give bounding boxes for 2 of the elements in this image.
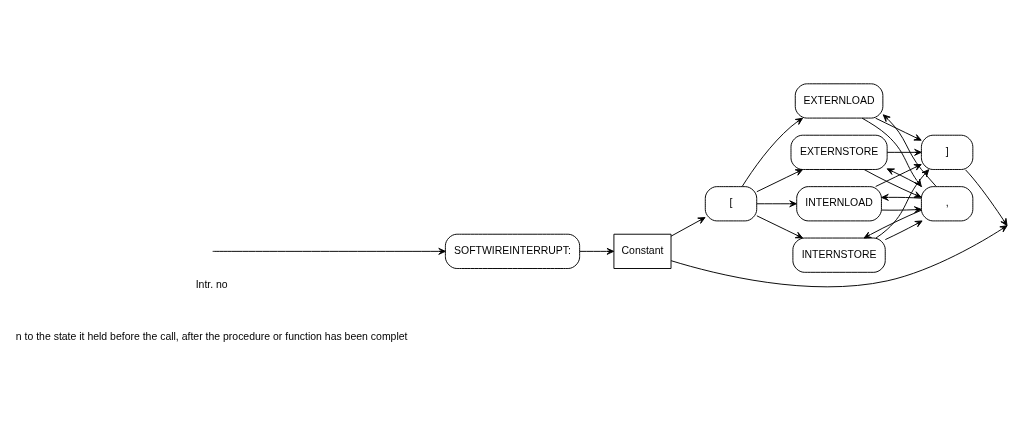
label: Intr. no [195,279,228,291]
label: n to the state it held before the call, after the procedure or function has been complet [15,330,408,342]
